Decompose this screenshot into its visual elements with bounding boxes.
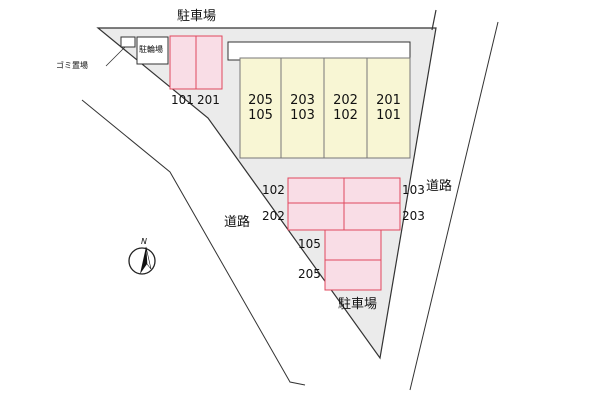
- road-label-left: 道路: [224, 215, 251, 230]
- garbage-box: [120, 36, 136, 48]
- parking-number-203: 203: [402, 209, 425, 223]
- unit-lower-number: 105: [248, 108, 273, 123]
- unit-lower-number: 103: [290, 108, 315, 123]
- parking-number-101: 101: [171, 93, 194, 107]
- building-unit-1: [239, 57, 282, 159]
- parking-number-205: 205: [298, 267, 321, 281]
- parking-slot-205: [324, 259, 382, 291]
- building-unit-label-3: 202 102: [324, 58, 367, 158]
- compass-icon: [128, 246, 156, 275]
- building-unit-2: [280, 57, 325, 159]
- building-unit-label-1: 205 105: [240, 58, 281, 158]
- parking-number-202: 202: [262, 209, 285, 223]
- parking-slot-201: [195, 35, 223, 90]
- parking-number-201: 201: [197, 93, 220, 107]
- unit-upper-number: 202: [333, 93, 358, 108]
- unit-upper-number: 203: [290, 93, 315, 108]
- road-edge-top-right: [431, 9, 437, 31]
- parking-label-top: 駐車場: [177, 9, 217, 24]
- bicycle-label: 駐輪場: [139, 45, 163, 54]
- parking-slot-203: [343, 202, 401, 231]
- parking-number-103: 103: [402, 183, 425, 197]
- building-unit-label-2: 203 103: [281, 58, 324, 158]
- road-label-right: 道路: [426, 179, 453, 194]
- road-edge-left: [81, 99, 306, 386]
- parking-label-bottom: 駐車場: [338, 297, 378, 312]
- parking-slot-202: [287, 202, 345, 231]
- unit-upper-number: 205: [248, 93, 273, 108]
- parking-slot-103: [343, 177, 401, 204]
- parking-slot-101: [169, 35, 197, 90]
- compass-north-label: N: [141, 237, 147, 246]
- unit-lower-number: 102: [333, 108, 358, 123]
- unit-upper-number: 201: [376, 93, 401, 108]
- parking-slot-105: [324, 229, 382, 261]
- garbage-leader-line: [105, 45, 127, 67]
- road-edge-right: [409, 21, 499, 391]
- unit-lower-number: 101: [376, 108, 401, 123]
- bicycle-box: [136, 36, 169, 65]
- parking-slot-102: [287, 177, 345, 204]
- building-unit-3: [323, 57, 368, 159]
- parking-number-102: 102: [262, 183, 285, 197]
- garbage-label: ゴミ置場: [56, 61, 88, 70]
- parking-number-105: 105: [298, 237, 321, 251]
- building-unit-4: [366, 57, 411, 159]
- building-unit-label-4: 201 101: [367, 58, 410, 158]
